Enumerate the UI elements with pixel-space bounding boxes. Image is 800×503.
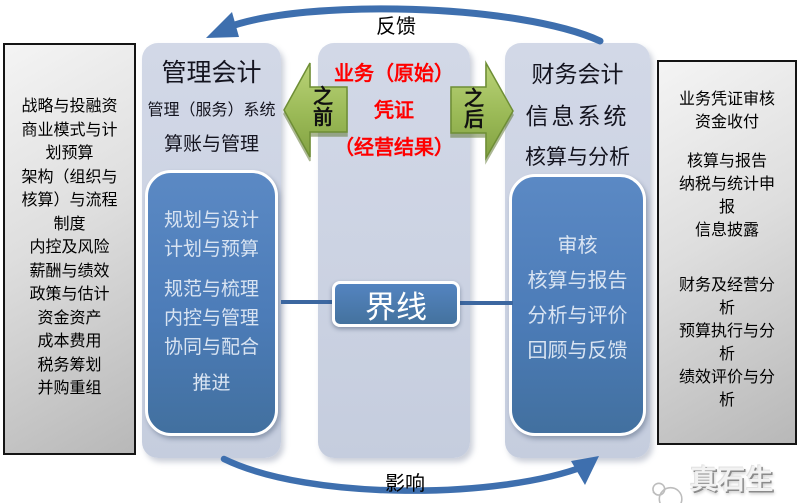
financial-accounting-panel: 财务会计信息系统核算与分析 审核核算与报告分析与评价回顾与反馈	[505, 43, 650, 458]
list-item: 业务（原始）	[334, 63, 454, 85]
list-item: 分析与评价	[527, 305, 628, 327]
voucher-text-block: 业务（原始） 凭证 （经营结果）	[318, 43, 470, 167]
list-item: 推进	[192, 373, 231, 394]
boundary-label: 界线	[365, 289, 427, 325]
list-item: 财务会计	[531, 62, 624, 87]
financial-functions-box: 审核核算与报告分析与评价回顾与反馈	[509, 174, 646, 436]
list-item: 政策与估计	[29, 286, 110, 303]
list-item: 回顾与反馈	[527, 340, 628, 362]
list-item: 商业模式与计划预算	[21, 121, 118, 163]
list-item: 审核	[557, 235, 598, 257]
list-item: 计划与预算	[163, 239, 259, 260]
financial-scope-list: 业务凭证审核资金收付核算与报告纳税与统计申报信息披露财务及经营分析预算执行与分析…	[657, 60, 797, 445]
list-item: 纳税与统计申报	[678, 176, 775, 216]
list-item: 税务筹划	[37, 356, 102, 374]
list-item: （经营结果）	[334, 137, 454, 159]
boundary-box: 界线	[332, 281, 460, 327]
list-item	[677, 258, 777, 274]
list-item: 信息系统	[525, 104, 630, 129]
list-item: 资金收付	[694, 114, 759, 131]
management-functions-box: 规划与设计计划与预算规范与梳理内控与管理协同与配合推进	[145, 170, 278, 436]
list-item: 财务及经营分析	[678, 277, 775, 317]
list-item: 凭证	[374, 100, 414, 122]
list-item: 规划与设计	[163, 210, 259, 231]
management-tagline: 算账与管理	[163, 134, 259, 155]
business-voucher-panel: 业务（原始） 凭证 （经营结果）	[318, 43, 470, 458]
list-item: 资金资产	[37, 309, 102, 327]
list-item: 内控及风险	[29, 239, 110, 256]
management-system-subtitle: 管理（服务）系统	[147, 102, 276, 119]
list-item: 战略与投融资	[21, 98, 118, 115]
boundary-line-right	[459, 301, 513, 305]
list-item: 内控与管理	[163, 308, 259, 329]
before-label: 之前	[313, 86, 333, 129]
list-item: 协同与配合	[163, 337, 259, 358]
boundary-line-left	[281, 300, 333, 304]
list-item: 架构（组织与核算）与流程制度	[21, 168, 118, 233]
financial-accounting-titles: 财务会计信息系统核算与分析	[505, 55, 650, 171]
list-item: 预算执行与分析	[678, 323, 775, 363]
bird-logo-icon	[652, 482, 683, 503]
watermark-logo: 真石生活	[650, 458, 800, 503]
list-item: 薪酬与绩效	[29, 262, 110, 280]
management-accounting-title: 管理会计	[161, 60, 262, 87]
list-item: 核算与分析	[525, 145, 630, 169]
list-item: 业务凭证审核	[678, 91, 775, 108]
list-item: 核算与报告	[527, 270, 628, 292]
list-item: 核算与报告	[686, 153, 767, 170]
list-item: 成本费用	[37, 333, 102, 350]
feedback-label: 反馈	[376, 16, 416, 38]
list-item	[677, 242, 777, 258]
management-scope-list: 战略与投融资商业模式与计划预算架构（组织与核算）与流程制度内控及风险薪酬与绩效政…	[3, 43, 136, 455]
management-accounting-panel: 管理会计 管理（服务）系统 算账与管理 规划与设计计划与预算规范与梳理内控与管理…	[142, 43, 281, 458]
logo-text: 真石生活	[690, 465, 775, 495]
list-item: 规范与梳理	[163, 279, 259, 300]
list-item: 并购重组	[37, 380, 102, 397]
list-item: 绩效评价与分析	[678, 369, 775, 409]
list-item: 信息披露	[694, 222, 759, 239]
list-item	[677, 134, 777, 150]
after-label: 之后	[464, 88, 484, 131]
influence-label: 影响	[385, 473, 425, 495]
